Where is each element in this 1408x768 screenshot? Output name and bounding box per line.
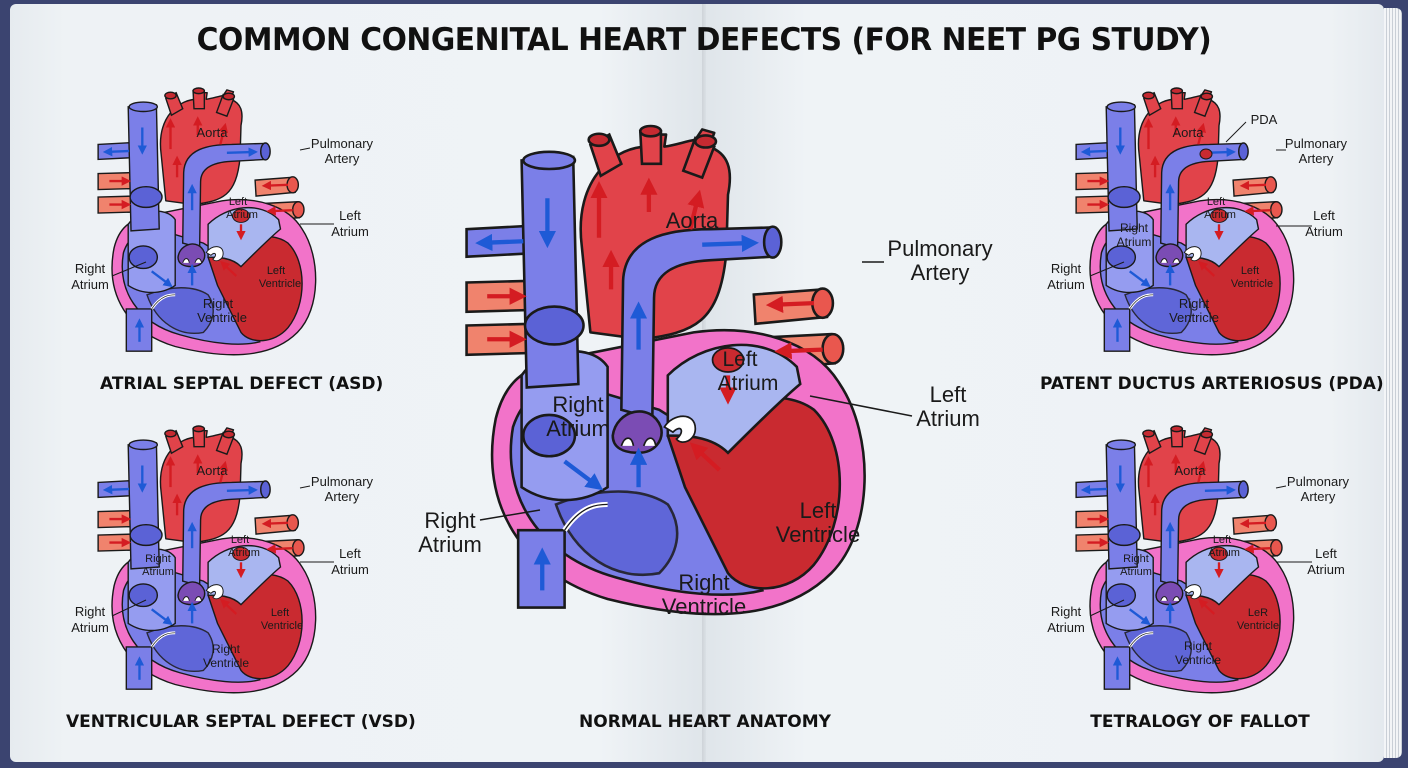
vsd-label-lv-1: Left (271, 607, 289, 619)
tof-label-ra-outer-1: Right (1051, 604, 1082, 619)
normal-label-ra-inner-1: Right (552, 392, 603, 417)
tof-label-pulmonary: Pulmonary (1287, 474, 1350, 489)
pda-label-la-outer-2: Atrium (1305, 224, 1343, 239)
caption-asd: ATRIAL SEPTAL DEFECT (ASD) (100, 374, 384, 394)
normal-label-ra-inner-2: Atrium (546, 416, 610, 441)
vsd-label-la-inner-2: Atrium (228, 547, 260, 559)
pda-label-duct: PDA (1251, 112, 1278, 127)
pda-label-aorta: Aorta (1172, 125, 1204, 140)
asd-label-aorta: Aorta (196, 125, 228, 140)
pda-label-lv-2: Ventricle (1231, 278, 1273, 290)
pda-label-ra-outer-1: Right (1051, 261, 1082, 276)
vsd-label-ra-inner-2: Atrium (142, 566, 174, 578)
tof-label-lv-2: Ventricle (1237, 620, 1279, 632)
asd-label-lv-1: Left (267, 265, 285, 277)
asd-label-la-outer-1: Left (339, 208, 361, 223)
normal-label-pulmonary: Pulmonary (887, 236, 992, 261)
vsd-label-pulmonary: Pulmonary (311, 474, 374, 489)
asd-label-la-inner-2: Atrium (226, 209, 258, 221)
vsd-label-ra-inner-1: Right (145, 553, 171, 565)
asd-label-artery: Artery (325, 151, 360, 166)
vsd-label-la-outer-1: Left (339, 546, 361, 561)
vsd-label-ra-outer-2: Atrium (71, 620, 109, 635)
pda-label-ra-inner-1: Right (1120, 221, 1149, 235)
tof-label-la-outer-1: Left (1315, 546, 1337, 561)
tof-label-la-outer-2: Atrium (1307, 562, 1345, 577)
diagram-pda: PDA Aorta Pulmonary Artery Left Atrium L… (1047, 88, 1348, 355)
pda-label-rv-1: Right (1179, 296, 1210, 311)
vsd-label-lv-2: Ventricle (261, 620, 303, 632)
pda-label-artery: Artery (1299, 151, 1334, 166)
normal-label-artery: Artery (911, 260, 970, 285)
normal-label-rv-1: Right (678, 570, 729, 595)
vsd-label-la-outer-2: Atrium (331, 562, 369, 577)
page-edges (1384, 8, 1402, 758)
normal-label-ra-outer-2: Atrium (418, 532, 482, 557)
diagram-asd: Aorta Pulmonary Artery Left Atrium Left … (71, 88, 374, 355)
pda-duct-mark (1199, 148, 1213, 160)
asd-label-pulmonary: Pulmonary (311, 136, 374, 151)
asd-label-ra-outer-2: Atrium (71, 277, 109, 292)
asd-label-la-outer-2: Atrium (331, 224, 369, 239)
normal-label-la-inner-1: Left (722, 348, 757, 371)
tof-label-la-inner-2: Atrium (1208, 547, 1240, 559)
caption-pda: PATENT DUCTUS ARTERIOSUS (PDA) (1040, 374, 1384, 394)
vsd-label-aorta: Aorta (196, 463, 228, 478)
caption-vsd: VENTRICULAR SEPTAL DEFECT (VSD) (66, 712, 416, 732)
normal-label-la-outer-2: Atrium (916, 406, 980, 431)
vsd-label-ra-outer-1: Right (75, 604, 106, 619)
asd-label-lv-2: Ventricle (259, 278, 301, 290)
vsd-label-rv-1: Right (212, 642, 241, 656)
caption-tof: TETRALOGY OF FALLOT (1090, 712, 1310, 732)
pda-label-la-inner-2: Atrium (1204, 209, 1236, 221)
page-title: COMMON CONGENITAL HEART DEFECTS (FOR NEE… (196, 22, 1212, 58)
caption-normal: NORMAL HEART ANATOMY (579, 712, 831, 732)
normal-label-lv-2: Ventricle (776, 522, 860, 547)
diagram-normal: Aorta Pulmonary Artery Left Atrium Left … (418, 126, 993, 619)
pda-label-ra-inner-2: Atrium (1117, 235, 1152, 249)
tof-label-ra-inner-2: Atrium (1120, 566, 1152, 578)
vsd-label-artery: Artery (325, 489, 360, 504)
tof-label-aorta: Aorta (1174, 463, 1206, 478)
diagram-vsd: Aorta Pulmonary Artery Left Atrium Left … (71, 426, 374, 693)
asd-label-ra-outer-1: Right (75, 261, 106, 276)
tof-label-lv-1: LeR (1248, 607, 1268, 619)
normal-label-la-outer-1: Left (930, 382, 967, 407)
pda-label-la-outer-1: Left (1313, 208, 1335, 223)
normal-label-lv-1: Left (800, 498, 837, 523)
pda-label-ra-outer-2: Atrium (1047, 277, 1085, 292)
tof-label-rv-2: Ventricle (1175, 653, 1221, 667)
pda-label-rv-2: Ventricle (1169, 310, 1219, 325)
tof-label-artery: Artery (1301, 489, 1336, 504)
diagram-tof: Aorta Pulmonary Artery Left Atrium Left … (1047, 426, 1350, 693)
tof-label-rv-1: Right (1184, 639, 1213, 653)
asd-label-rv-2: Ventricle (197, 310, 247, 325)
tof-label-ra-outer-2: Atrium (1047, 620, 1085, 635)
asd-label-rv-1: Right (203, 296, 234, 311)
vsd-label-la-inner-1: Left (231, 534, 249, 546)
vsd-label-rv-2: Ventricle (203, 656, 249, 670)
normal-label-rv-2: Ventricle (662, 594, 746, 619)
pda-label-la-inner-1: Left (1207, 196, 1225, 208)
normal-label-la-inner-2: Atrium (718, 372, 779, 395)
normal-label-aorta: Aorta (666, 208, 719, 233)
tof-label-ra-inner-1: Right (1123, 553, 1149, 565)
tof-label-la-inner-1: Left (1213, 534, 1231, 546)
pda-label-lv-1: Left (1241, 265, 1259, 277)
asd-label-la-inner-1: Left (229, 196, 247, 208)
normal-label-ra-outer-1: Right (424, 508, 475, 533)
pda-label-pulmonary: Pulmonary (1285, 136, 1348, 151)
